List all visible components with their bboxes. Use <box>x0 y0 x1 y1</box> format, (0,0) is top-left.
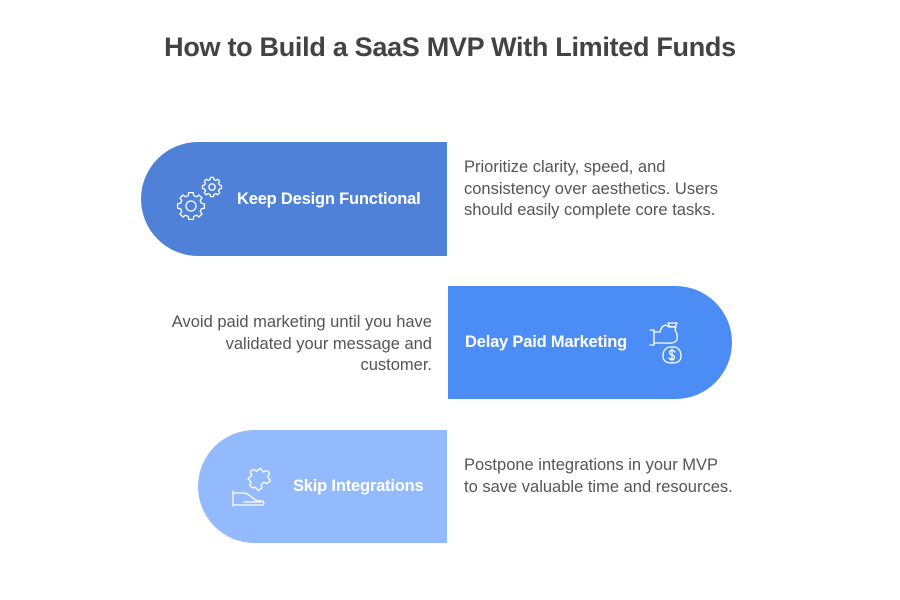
step-description: Prioritize clarity, speed, and consisten… <box>464 158 719 219</box>
gears-icon <box>175 176 225 222</box>
hand-money-bag-icon <box>647 318 691 368</box>
step-label: Delay Paid Marketing <box>465 333 627 351</box>
step-description: Postpone integrations in your MVP to sav… <box>464 456 733 496</box>
diagram-title: How to Build a SaaS MVP With Limited Fun… <box>164 32 736 62</box>
hand-puzzle-piece-icon <box>231 465 275 509</box>
step-delay-paid-marketing: Delay Paid Marketing <box>448 286 732 399</box>
step-skip-integrations: Skip Integrations <box>198 430 447 543</box>
step-keep-design-functional: Keep Design Functional <box>141 142 447 256</box>
step-label: Keep Design Functional <box>237 189 421 208</box>
step-label: Skip Integrations <box>293 477 424 495</box>
step-description: Avoid paid marketing until you have vali… <box>171 313 432 374</box>
